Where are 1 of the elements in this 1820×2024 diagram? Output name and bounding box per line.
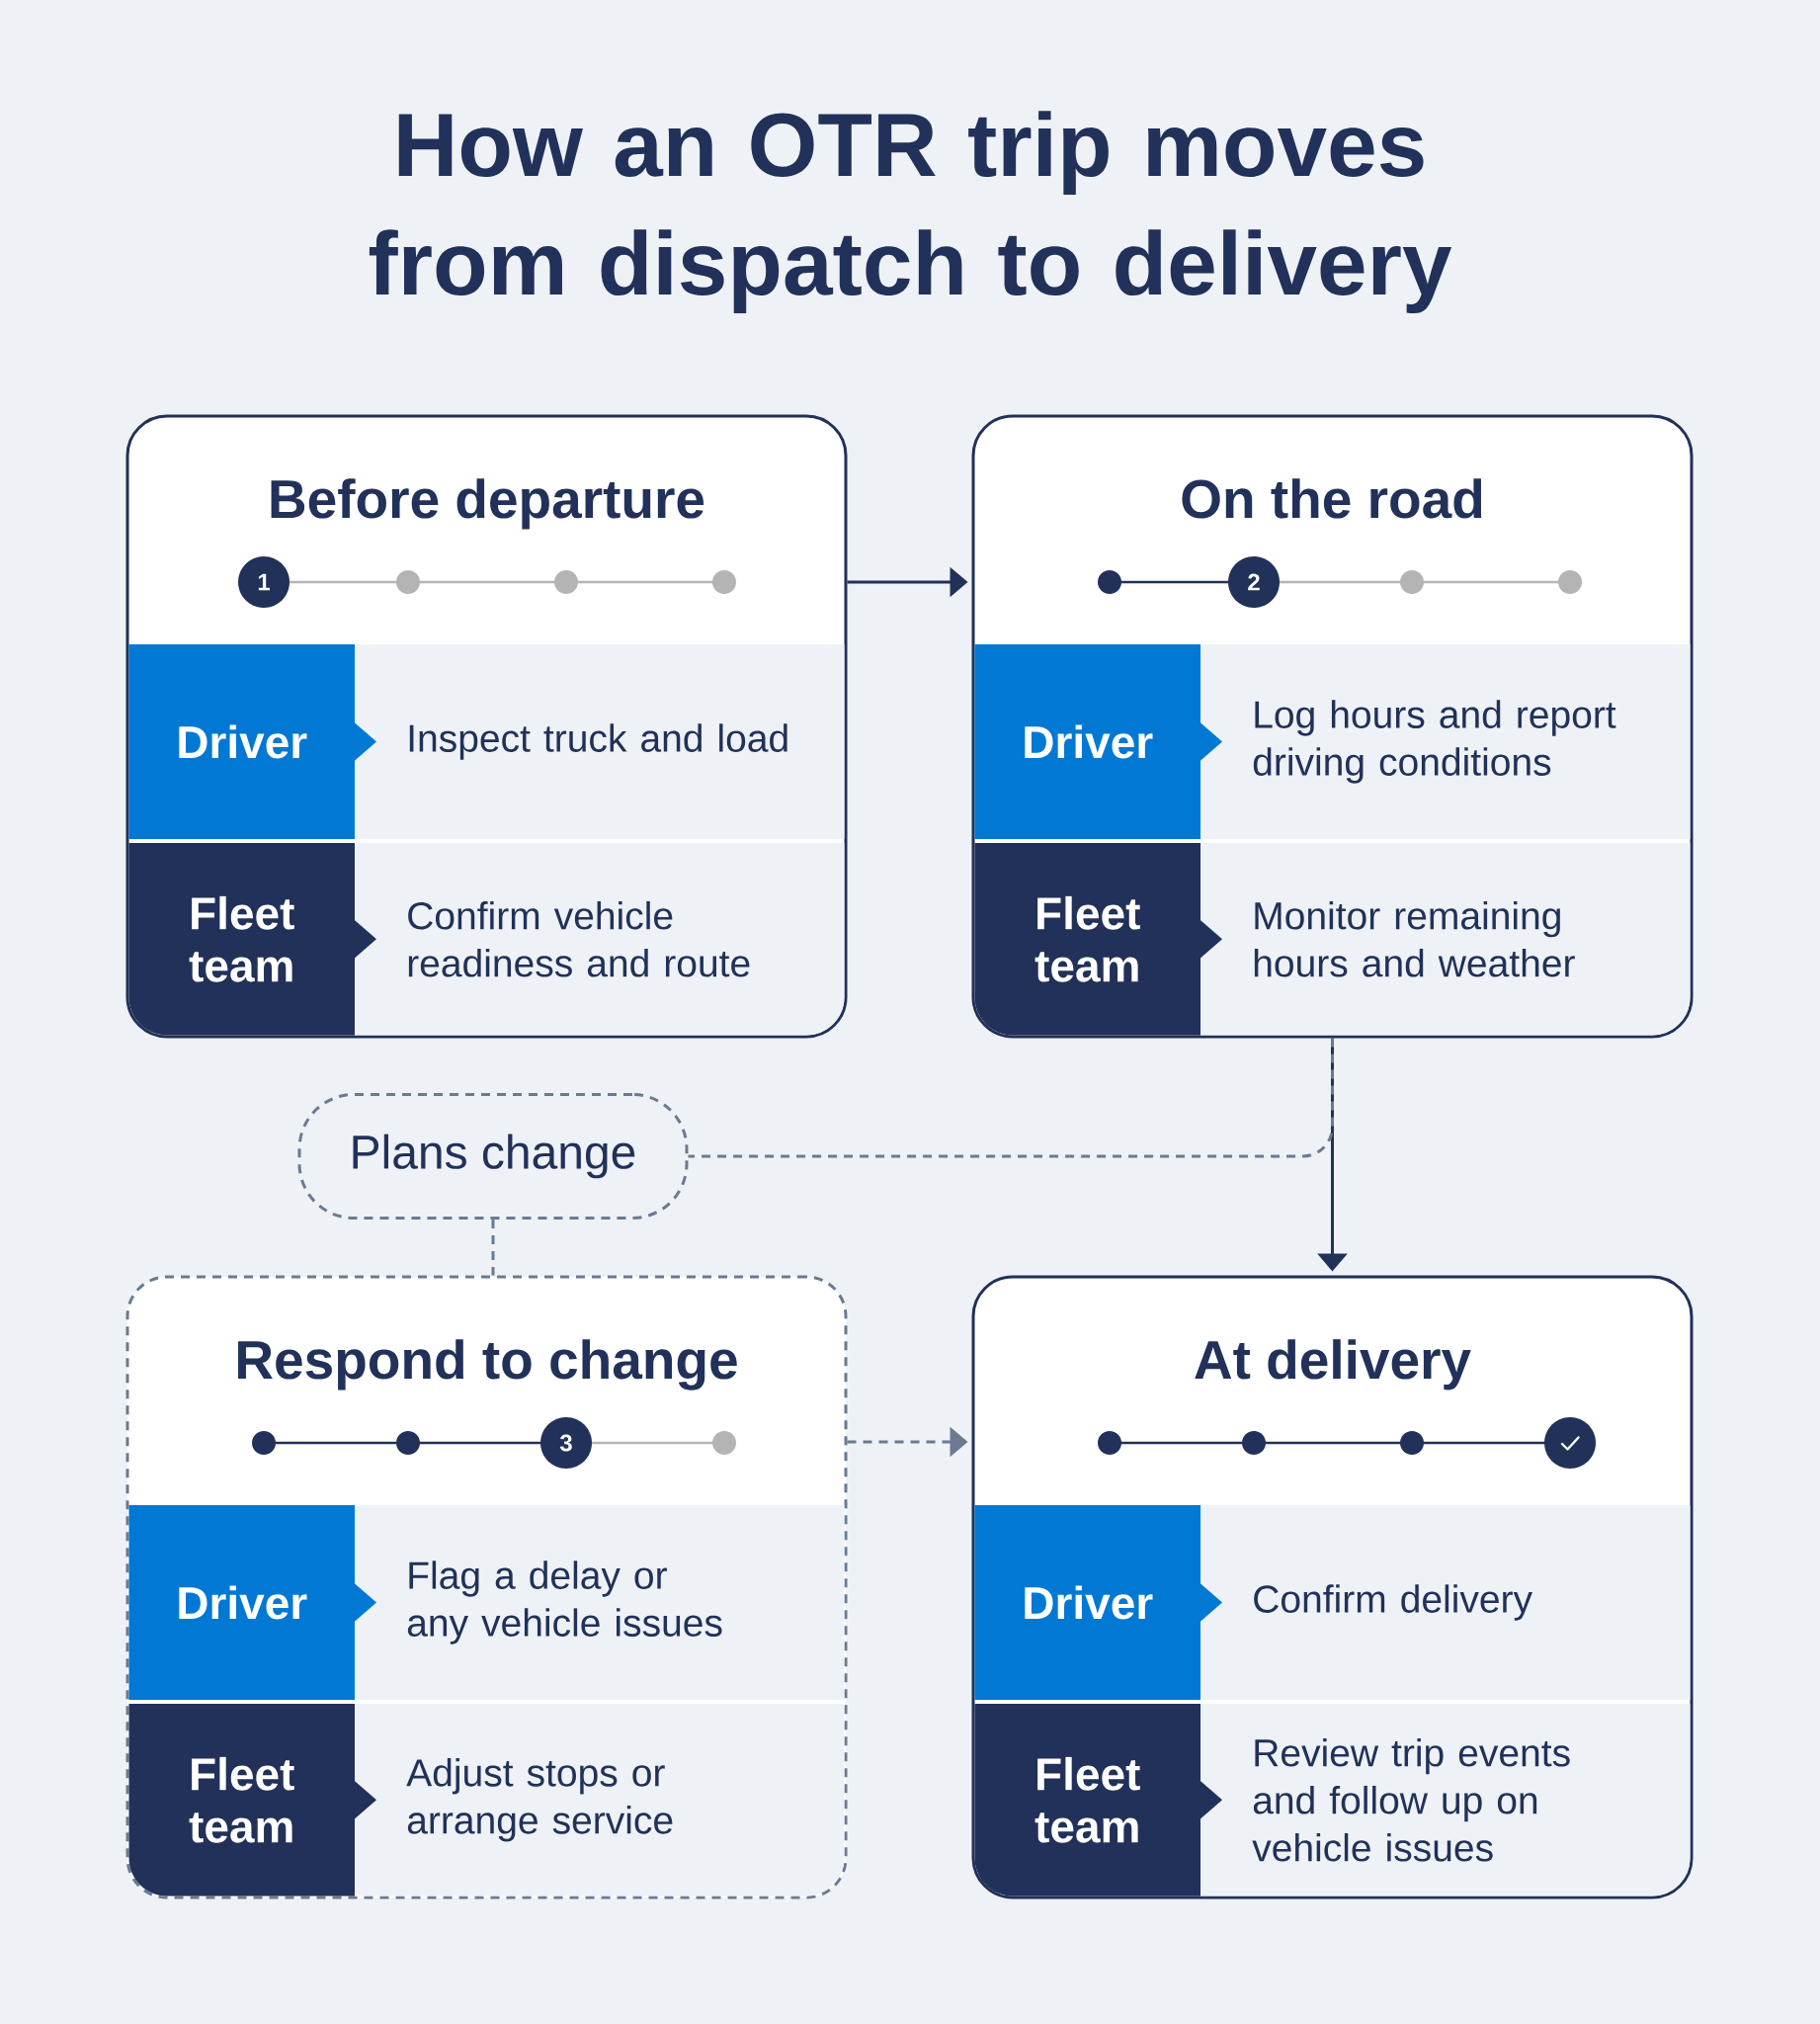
title: How an OTR trip moves from dispatch to delivery bbox=[369, 111, 1452, 313]
